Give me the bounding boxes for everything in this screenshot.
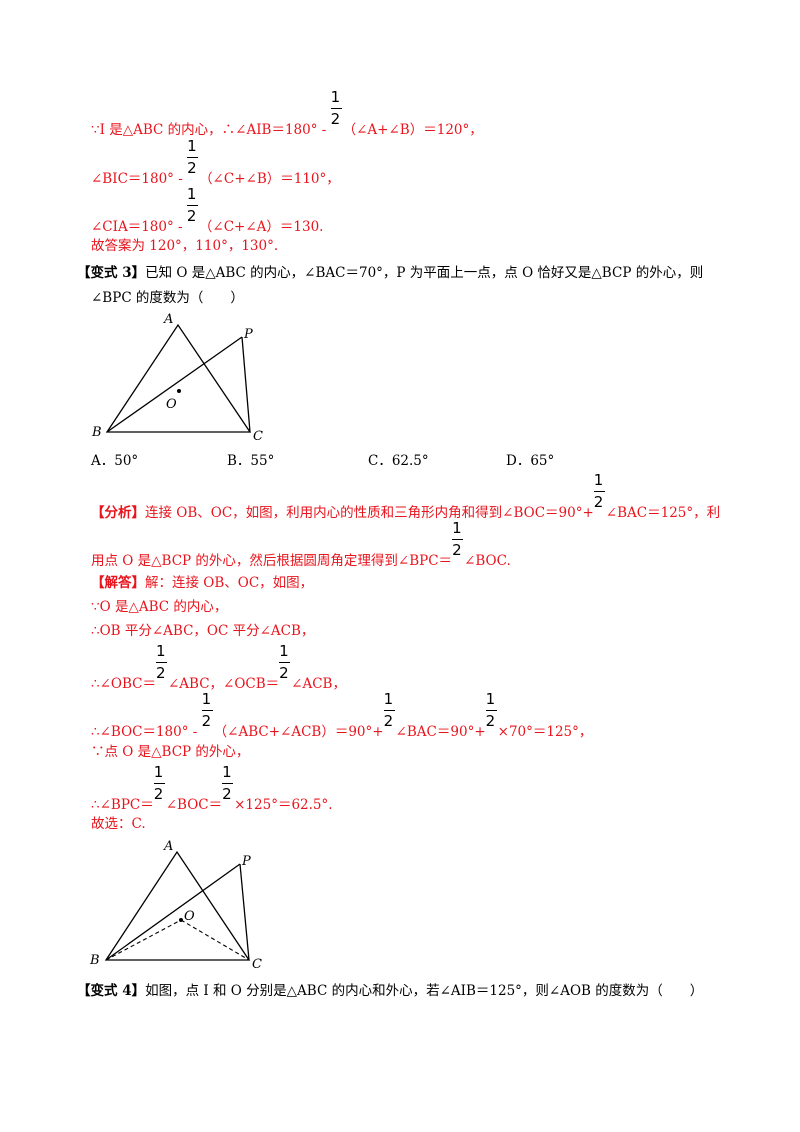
q4-line: 【变式 4】如图，点 I 和 O 分别是△ABC 的内心和外心，若∠AIB＝12… — [77, 983, 704, 999]
segment-pc — [241, 336, 251, 433]
triangle-abc — [105, 323, 252, 433]
q3-line2: ∠BPC 的度数为（ ） — [91, 290, 244, 306]
segment-oc-dashed — [180, 919, 250, 961]
q3-tag: 【变式 3】 — [77, 265, 146, 281]
q4-tag: 【变式 4】 — [77, 983, 146, 999]
label-o: O — [184, 909, 195, 924]
segment-bp — [105, 863, 241, 961]
q3-option-a: A．50° — [91, 453, 139, 469]
label-b: B — [91, 425, 102, 440]
segment-ob-dashed — [105, 919, 182, 961]
figure-triangle-1: A B C P O — [91, 312, 263, 444]
answer-line3: ∴OB 平分∠ABC，OC 平分∠ACB， — [91, 623, 315, 639]
q3-option-d: D．65° — [506, 453, 555, 469]
sol-prev-answer: 故答案为 120°，110°，130°. — [91, 238, 279, 254]
label-c: C — [252, 957, 262, 972]
label-a: A — [163, 312, 173, 327]
label-o: O — [166, 397, 177, 412]
label-p: P — [241, 854, 251, 869]
point-o — [179, 918, 183, 922]
label-p: P — [243, 327, 253, 342]
segment-bp — [106, 336, 243, 433]
analysis-tag: 【分析】 — [91, 505, 145, 521]
segment-pc — [239, 863, 250, 961]
q3-option-c: C．62.5° — [368, 453, 429, 469]
answer-line2: ∵O 是△ABC 的内心， — [91, 599, 228, 615]
q3-line1: 【变式 3】已知 O 是△ABC 的内心，∠BAC＝70°，P 为平面上一点，点… — [77, 265, 704, 281]
figure-triangle-2: A B C P O — [89, 839, 262, 972]
label-a: A — [163, 839, 173, 854]
label-c: C — [253, 429, 263, 444]
q3-option-b: B．55° — [227, 453, 275, 469]
answer-line6: ∵点 O 是△BCP 的外心， — [91, 744, 250, 760]
answer-line8: 故选：C. — [91, 816, 146, 832]
triangle-abc — [104, 850, 251, 961]
label-b: B — [89, 953, 100, 968]
answer-tag: 【解答】 — [91, 575, 145, 591]
point-o — [177, 389, 181, 393]
analysis-line1: 【分析】连接 OB、OC，如图，利用内心的性质和三角形内角和得到∠BOC＝90°… — [91, 471, 721, 521]
answer-line1: 【解答】解：连接 OB、OC，如图， — [91, 575, 314, 591]
